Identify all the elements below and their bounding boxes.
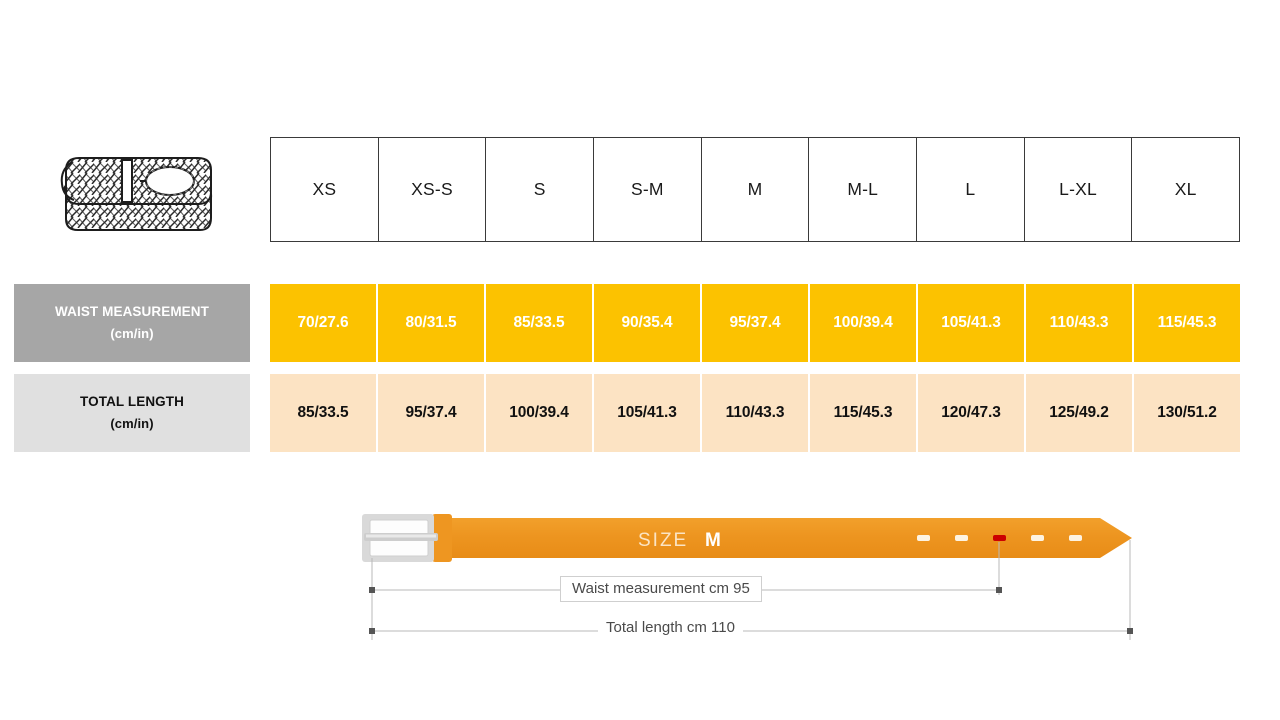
size-header-cell: M-L	[809, 138, 918, 241]
belt-hole	[1069, 535, 1082, 541]
belt-strap	[430, 518, 1132, 558]
belt-measurement-diagram: SIZE M	[340, 500, 1160, 650]
waist-cell: 105/41.3	[918, 284, 1024, 362]
length-label-main: TOTAL LENGTH	[80, 394, 184, 410]
size-header-cell: S-M	[594, 138, 702, 241]
total-length-dimension-caption: Total length cm 110	[598, 617, 743, 638]
total-length-cells: 85/33.5 95/37.4 100/39.4 105/41.3 110/43…	[270, 374, 1240, 452]
waist-label-main: WAIST MEASUREMENT	[55, 304, 209, 320]
belt-size-label: SIZE	[638, 530, 688, 551]
size-header-table: XS XS-S S S-M M M-L L L-XL XL	[270, 137, 1240, 242]
size-header-cell: XL	[1174, 179, 1197, 199]
size-header-cell: XS	[271, 138, 379, 241]
size-header-cell: M	[702, 138, 810, 241]
belt-size-value: M	[705, 530, 721, 551]
length-cell: 105/41.3	[594, 374, 700, 452]
waist-measurement-cells: 70/27.6 80/31.5 85/33.5 90/35.4 95/37.4 …	[270, 284, 1240, 362]
length-cell: 125/49.2	[1026, 374, 1132, 452]
belt-hole	[917, 535, 930, 541]
total-length-label: TOTAL LENGTH (cm/in)	[14, 374, 250, 452]
size-header-cell: XS-S	[379, 138, 487, 241]
length-cell: 115/45.3	[810, 374, 916, 452]
length-cell: 85/33.5	[270, 374, 376, 452]
total-length-dimension-line	[369, 628, 1133, 634]
length-cell: 100/39.4	[486, 374, 592, 452]
length-cell: 110/43.3	[702, 374, 808, 452]
waist-measurement-row: WAIST MEASUREMENT (cm/in) 70/27.6 80/31.…	[0, 284, 1280, 362]
belt-hole	[955, 535, 968, 541]
dimension-extension-lines	[371, 540, 1131, 640]
belt-buckle	[362, 514, 438, 562]
length-cell: 95/37.4	[378, 374, 484, 452]
braided-belt-illustration-icon	[52, 140, 224, 244]
waist-label-units: (cm/in)	[110, 326, 154, 342]
length-label-units: (cm/in)	[110, 416, 154, 432]
length-cell: 120/47.3	[918, 374, 1024, 452]
waist-cell: 90/35.4	[594, 284, 700, 362]
size-header-cell: L	[917, 138, 1025, 241]
total-length-row: TOTAL LENGTH (cm/in) 85/33.5 95/37.4 100…	[0, 374, 1280, 452]
waist-cell: 100/39.4	[810, 284, 916, 362]
belt-hole	[1031, 535, 1044, 541]
size-header-cell: S	[486, 138, 595, 241]
waist-measurement-label: WAIST MEASUREMENT (cm/in)	[14, 284, 250, 362]
waist-dimension-caption: Waist measurement cm 95	[560, 576, 762, 602]
belt-keeper-loop	[432, 514, 452, 562]
waist-cell: 85/33.5	[486, 284, 592, 362]
length-cell: 130/51.2	[1134, 374, 1240, 452]
waist-cell: 80/31.5	[378, 284, 484, 362]
waist-cell: 110/43.3	[1026, 284, 1132, 362]
waist-cell: 70/27.6	[270, 284, 376, 362]
belt-holes	[917, 535, 1082, 541]
waist-cell: 115/45.3	[1134, 284, 1240, 362]
waist-cell: 95/37.4	[702, 284, 808, 362]
belt-hole-selected	[993, 535, 1006, 541]
size-header-cell: L-XL	[1025, 138, 1133, 241]
